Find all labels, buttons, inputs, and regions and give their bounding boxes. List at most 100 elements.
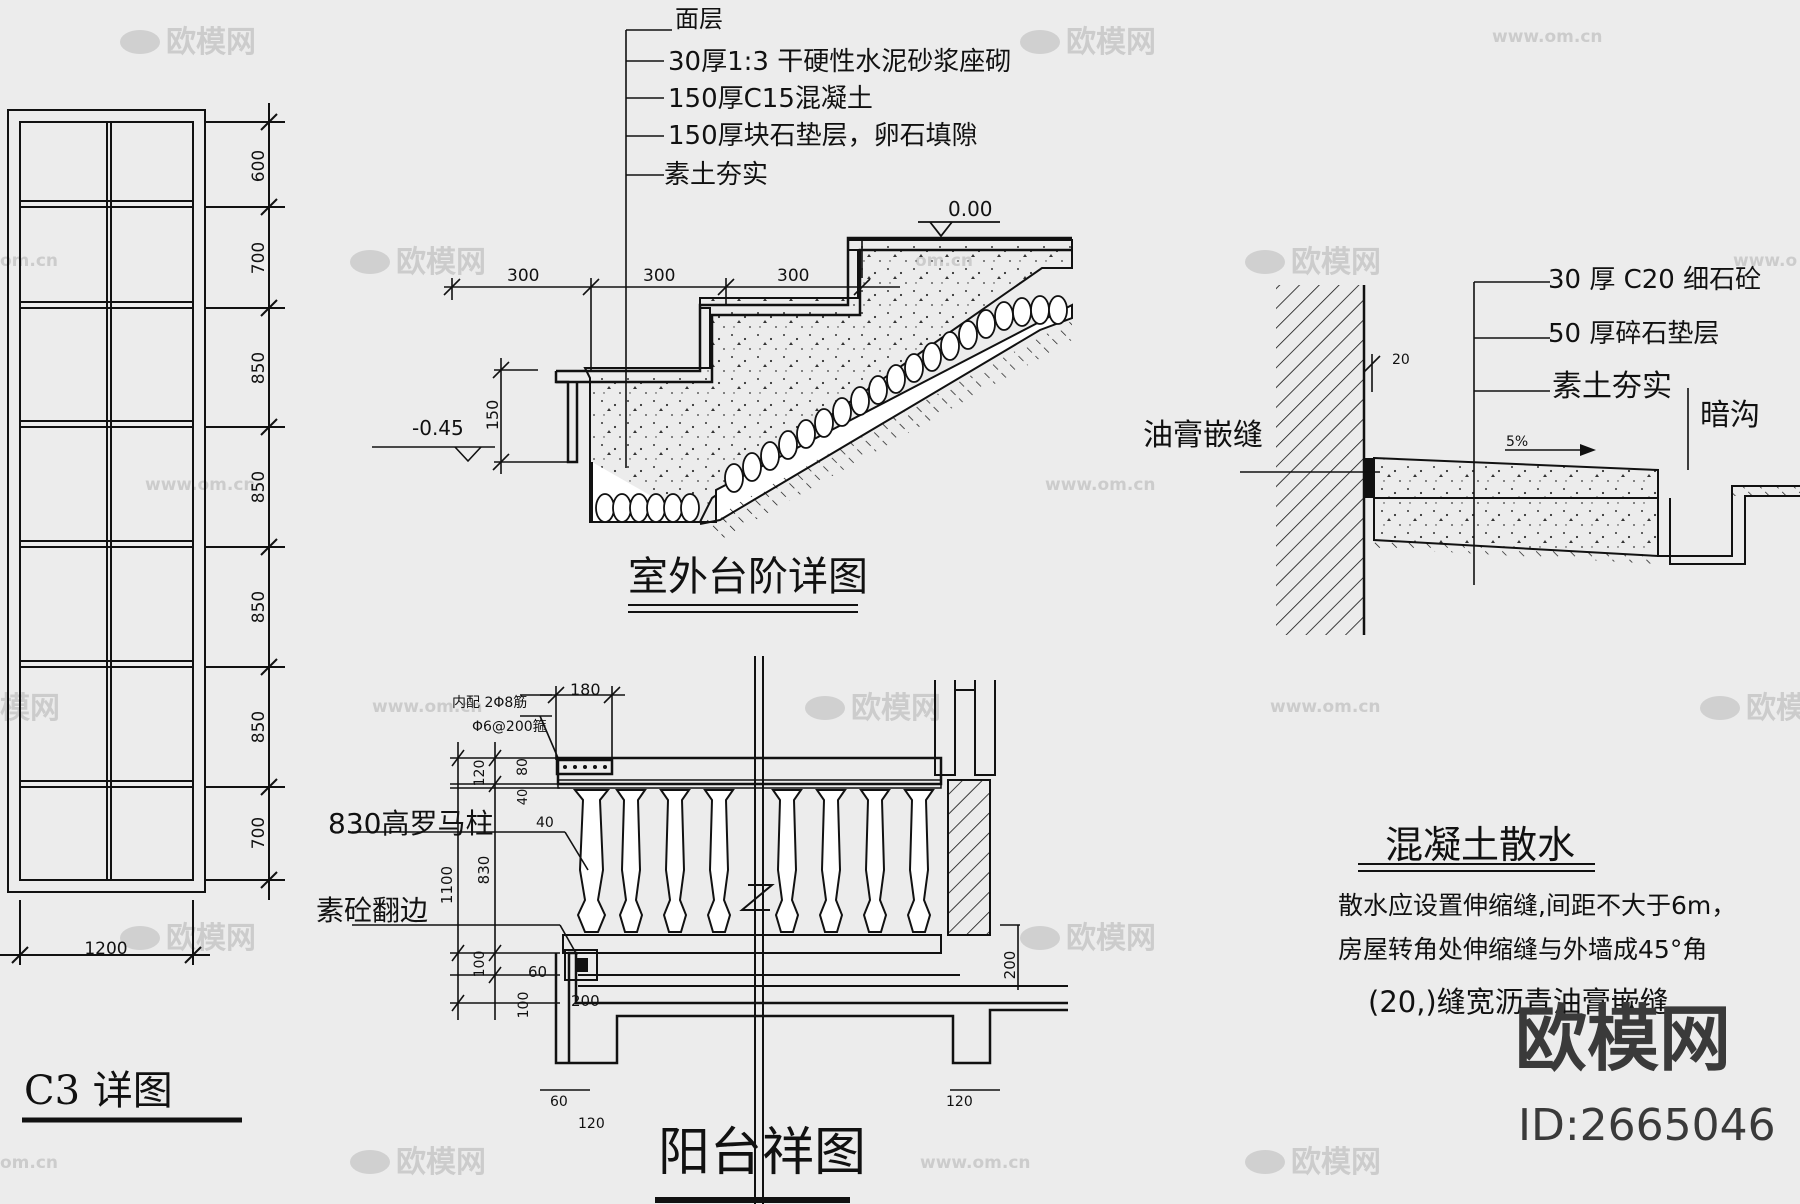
- steps-nosing: [554, 371, 579, 464]
- watermark-10: 欧模网: [1245, 1145, 1381, 1180]
- balcony-dim-left: 1100: [438, 866, 456, 904]
- watermark-url-5: www.om.cn: [1270, 697, 1381, 717]
- watermark-url-1: www.om.cn: [1492, 27, 1603, 47]
- watermark-8: 欧模网: [1020, 921, 1156, 956]
- steps-layer-3: 150厚C15混凝土: [668, 84, 873, 114]
- balcony-dim-left: 830: [475, 856, 493, 885]
- window-dim-label: 850: [249, 591, 269, 623]
- balcony-rebar-2: Φ6@200箍: [472, 718, 547, 735]
- balcony-dim-60: 60: [528, 963, 547, 981]
- window-dim-labels: 600 700 850 850 850 850 700 1200 C3 详图: [24, 150, 269, 1114]
- balcony-wall-section: [947, 779, 991, 936]
- watermark-url-4: www.om.cn: [372, 697, 483, 717]
- apron-slope-arrow: [1580, 444, 1596, 456]
- apron-layer-3: 素土夯实: [1552, 369, 1672, 404]
- svg-text:欧模网: 欧模网: [396, 1145, 486, 1180]
- svg-text:欧模网: 欧模网: [166, 25, 256, 60]
- steps-top-level: 0.00: [948, 197, 993, 221]
- steps-layer-4: 150厚块石垫层，卵石填隙: [668, 121, 978, 151]
- balcony-dim-200: 200: [571, 992, 600, 1010]
- balcony-detail: [352, 656, 1068, 1204]
- balcony-slab-outline: [554, 953, 1068, 1065]
- window-detail: [0, 103, 285, 1123]
- steps-labels: 面层 30厚1:3 干硬性水泥砂浆座砌 150厚C15混凝土 150厚块石垫层，…: [412, 5, 1011, 600]
- svg-text:欧模网: 欧模网: [1291, 1145, 1381, 1180]
- balcony-dim-left: 100: [516, 992, 532, 1019]
- steps-layer-1: 面层: [675, 5, 723, 33]
- apron-drain: [1657, 470, 1800, 557]
- apron-wall-hatch: [1276, 285, 1364, 635]
- svg-text:欧模网: 欧模网: [1746, 691, 1800, 726]
- steps-layer-2: 30厚1:3 干硬性水泥砂浆座砌: [668, 47, 1011, 77]
- svg-text:欧模网: 欧模网: [396, 245, 486, 280]
- balcony-dim-left: 100: [472, 951, 488, 978]
- brand-name: 欧模网: [1515, 997, 1731, 1081]
- apron-soil: [1374, 540, 1658, 564]
- apron-joint-width: 20: [1392, 352, 1410, 368]
- balcony-dim-left: 120: [472, 760, 488, 787]
- svg-text:欧模网: 欧模网: [1066, 921, 1156, 956]
- balcony-rebar-section: [555, 758, 614, 776]
- apron-layer-1: 30 厚 C20 细石砼: [1548, 265, 1761, 295]
- apron-drain-label: 暗沟: [1700, 398, 1760, 433]
- balcony-dim-top: 180: [570, 680, 601, 699]
- svg-text:欧模网: 欧模网: [166, 921, 256, 956]
- balcony-dim-bottom: 120: [946, 1094, 973, 1110]
- balcony-dim-40: 40: [536, 815, 554, 831]
- balcony-dim-200-right: 200: [1001, 951, 1019, 980]
- apron-note-1: 散水应设置伸缩缝,间距不大于6m，: [1338, 891, 1736, 920]
- window-dim-label: 600: [249, 150, 269, 182]
- watermark-url-3: www.om.cn: [145, 475, 256, 495]
- balcony-plinth: [562, 934, 942, 954]
- balcony-dim-bottom: 60: [550, 1094, 568, 1110]
- watermark-1: 欧模网: [120, 25, 256, 60]
- balcony-dim-left: 80: [515, 758, 531, 776]
- apron-note-3: (20,)缝宽沥青油膏嵌缝: [1368, 985, 1669, 1019]
- balcony-edge-label: 素砼翻边: [316, 894, 428, 927]
- apron-labels: 30 厚 C20 细石砼 50 厚碎石垫层 素土夯实 油膏嵌缝 20 5% 暗沟…: [1143, 265, 1761, 1019]
- steps-tread-dim: 300: [507, 266, 539, 286]
- watermark-9: 欧模网: [350, 1145, 486, 1180]
- watermark-6: 欧模网: [1700, 691, 1800, 726]
- steps-bottom-level: -0.45: [412, 416, 464, 440]
- watermark-url-7: om.cn: [0, 251, 58, 271]
- window-dim-label: 700: [249, 817, 269, 849]
- steps-tread-dim: 300: [643, 266, 675, 286]
- steps-tread-dims: [443, 240, 900, 372]
- window-dim-label: 850: [249, 352, 269, 384]
- balcony-dims: [352, 686, 1020, 1091]
- watermark-url-8: om.cn: [0, 1153, 58, 1173]
- apron-note-2: 房屋转角处伸缩缝与外墙成45°角: [1338, 935, 1707, 964]
- steps-layer-leaders: [625, 29, 672, 468]
- apron-joint-fill: [1364, 458, 1374, 498]
- svg-text:欧模网: 欧模网: [1066, 25, 1156, 60]
- svg-text:欧模网: 欧模网: [851, 691, 941, 726]
- watermark-3: 欧模网: [350, 245, 486, 280]
- steps-finish-line-outer: [556, 236, 1072, 373]
- watermark-2: 欧模网: [1020, 25, 1156, 60]
- watermark-4: 欧模网: [1245, 245, 1381, 280]
- watermark-url-10: www.o: [1733, 251, 1797, 271]
- apron-slope: 5%: [1506, 434, 1528, 450]
- apron-layer-2: 50 厚碎石垫层: [1548, 319, 1719, 349]
- brand-block: 欧模网 ID:2665046: [1515, 997, 1776, 1151]
- window-width-label: 1200: [84, 939, 127, 959]
- steps-bottom-dims: [372, 358, 574, 474]
- steps-detail-title: 室外台阶详图: [628, 554, 868, 600]
- window-dim-label: 850: [249, 711, 269, 743]
- balcony-detail-title: 阳台祥图: [658, 1123, 866, 1183]
- steps-stones: [595, 295, 1068, 523]
- watermark-5: 欧模网: [805, 691, 941, 726]
- balcony-labels: 内配 2Φ8筋 Φ6@200箍 180 120 80 40 1100 830 1…: [316, 680, 1019, 1183]
- balcony-dim-bottom: 120: [578, 1116, 605, 1132]
- balcony-column-label: 830高罗马柱: [328, 807, 493, 840]
- window-dim-label: 700: [249, 242, 269, 274]
- balcony-balusters: [572, 789, 935, 933]
- window-transoms: [20, 200, 193, 788]
- watermark-url-6: www.om.cn: [920, 1153, 1031, 1173]
- svg-text:欧模网: 欧模网: [1291, 245, 1381, 280]
- steps-riser-dim: 150: [483, 400, 502, 431]
- apron-joint-label: 油膏嵌缝: [1143, 418, 1263, 453]
- steps-finish-line-inner: [556, 248, 1072, 384]
- apron-topping: [1373, 456, 1659, 499]
